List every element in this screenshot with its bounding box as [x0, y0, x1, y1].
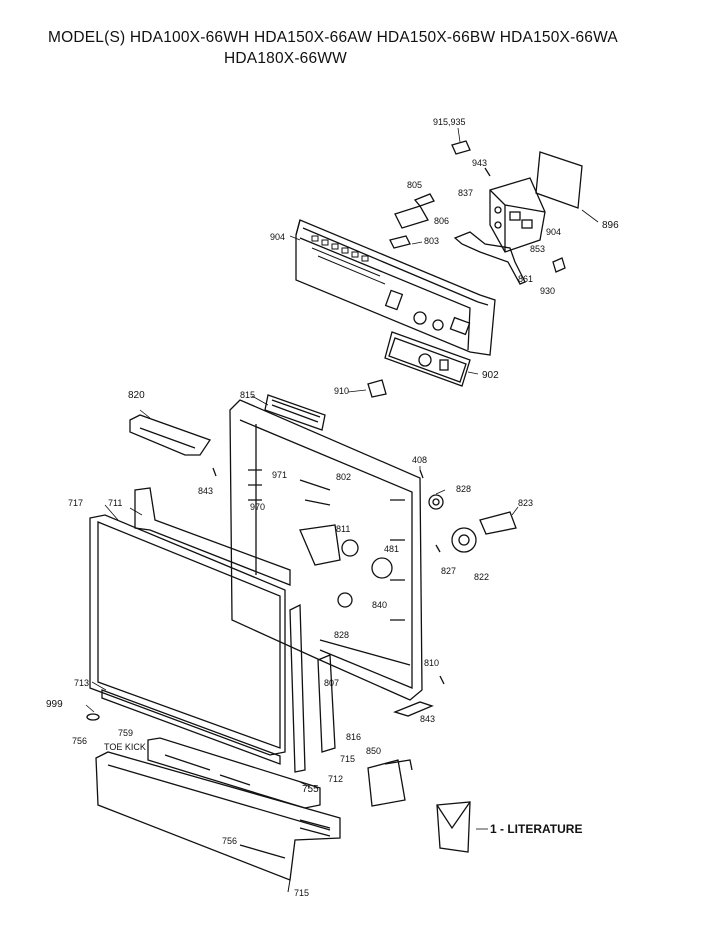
part-label: 904 [270, 232, 285, 242]
part-label: 810 [424, 658, 439, 668]
inner-door [229, 394, 423, 701]
part-label: 843 [420, 714, 435, 724]
part-label: 823 [518, 498, 533, 508]
part-label: 806 [434, 216, 449, 226]
outer-door-panel [89, 514, 286, 756]
switch-linkage [453, 231, 526, 285]
part-label: 837 [458, 188, 473, 198]
vent [129, 414, 212, 456]
part-label: 999 [46, 699, 63, 710]
part-label: 910 [334, 386, 349, 396]
faceplate [384, 331, 471, 387]
part-label: 408 [412, 455, 427, 465]
part-label: 904 [546, 227, 561, 237]
part-label: 843 [198, 486, 213, 496]
part-label: 970 [250, 502, 265, 512]
part-label: 853 [530, 244, 545, 254]
part-label: TOE KICK [104, 742, 146, 752]
part-label: 712 [328, 774, 343, 784]
part-label: 802 [336, 472, 351, 482]
part-label: 715 [294, 888, 309, 898]
part-label: 816 [346, 732, 361, 742]
control-panel [295, 219, 496, 356]
part-label: 828 [334, 630, 349, 640]
part-label: 755 [302, 784, 319, 795]
model-list-line-1: MODEL(S) HDA100X-66WH HDA150X-66AW HDA15… [48, 29, 618, 46]
part-label: 822 [474, 572, 489, 582]
part-label: 840 [372, 600, 387, 610]
part-label: 717 [68, 498, 83, 508]
part-label: 713 [74, 678, 89, 688]
part-label: 759 [118, 728, 133, 738]
part-label: 756 [222, 836, 237, 846]
part-label: 971 [272, 470, 287, 480]
part-label: 827 [441, 566, 456, 576]
part-label: 815 [240, 390, 255, 400]
part-label: 711 [108, 498, 122, 508]
part-label: 805 [407, 180, 422, 190]
part-label: 861 [518, 274, 533, 284]
part-label: 820 [128, 390, 145, 401]
timer-block [489, 177, 546, 253]
part-label: 902 [482, 370, 499, 381]
part-label: 930 [540, 286, 555, 296]
literature-label: 1 - LITERATURE [490, 822, 582, 836]
literature-envelope [436, 801, 471, 853]
part-label: 481 [384, 544, 399, 554]
part-label: 807 [324, 678, 339, 688]
wiring-diagram-sheet [535, 151, 583, 209]
part-label: 756 [72, 736, 87, 746]
part-label: 811 [336, 524, 350, 534]
part-label: 803 [424, 236, 439, 246]
part-label: 915,935 [433, 117, 466, 127]
part-label: 715 [340, 754, 355, 764]
part-label: 896 [602, 220, 619, 231]
access-panel [95, 751, 341, 881]
part-label: 828 [456, 484, 471, 494]
toe-kick-plate [147, 737, 321, 809]
part-label: 850 [366, 746, 381, 756]
model-list-line-2: HDA180X-66WW [224, 50, 347, 67]
knob [451, 140, 471, 155]
part-label: 943 [472, 158, 487, 168]
